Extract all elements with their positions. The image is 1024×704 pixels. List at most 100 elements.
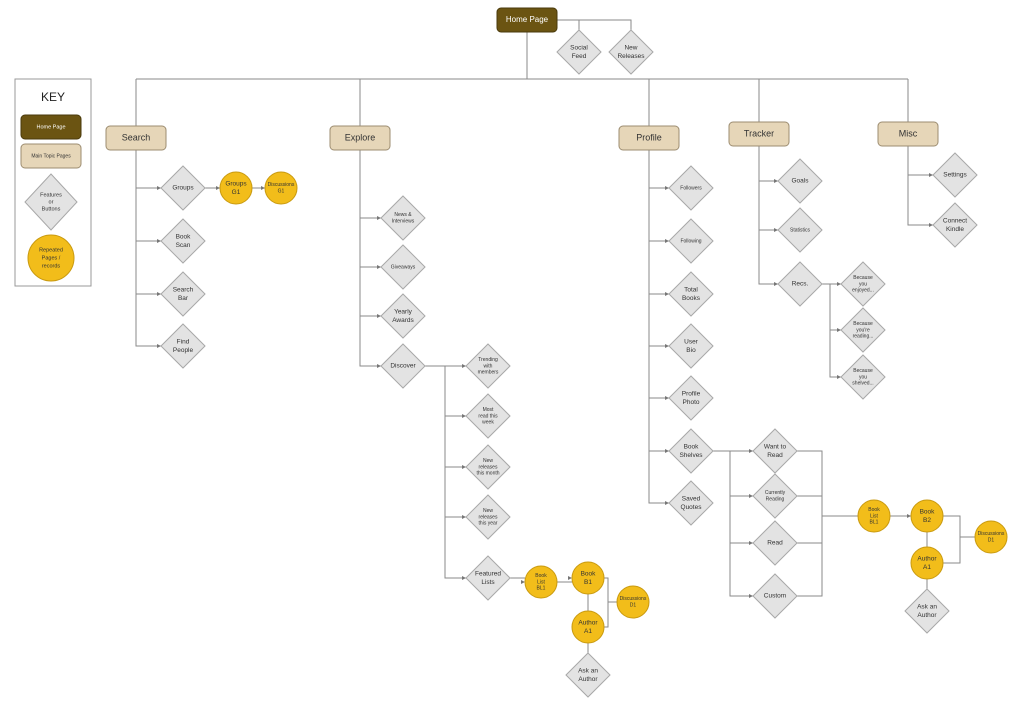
legend-feature-label-3: Buttons — [42, 206, 61, 212]
feature-shape — [904, 588, 950, 634]
node-custom-feature[interactable]: Custom — [752, 573, 798, 619]
node-recs-feature[interactable]: Recs. — [777, 261, 823, 307]
node-label: List — [870, 513, 878, 519]
legend-home-swatch — [20, 114, 82, 140]
arrowhead-icon — [665, 186, 669, 190]
node-label: Awards — [392, 317, 414, 324]
node-label: Explore — [345, 132, 376, 142]
node-label: Book — [176, 234, 192, 241]
feature-shape — [556, 29, 602, 75]
arrowhead-icon — [665, 501, 669, 505]
connector-line — [136, 32, 908, 80]
arrowhead-icon — [774, 228, 778, 232]
node-discover-feature[interactable]: Discover — [380, 343, 426, 389]
node-home-home-page[interactable]: Home Page — [496, 7, 558, 33]
node-label: with — [484, 363, 493, 369]
feature-shape — [465, 393, 511, 439]
node-search-main-page[interactable]: Search — [105, 125, 167, 151]
feature-shape — [668, 428, 714, 474]
node-following-feature[interactable]: Following — [668, 218, 714, 264]
arrowhead-icon — [774, 179, 778, 183]
node-explore-main-page[interactable]: Explore — [329, 125, 391, 151]
node-label: G1 — [278, 188, 285, 194]
arrowhead-icon — [462, 364, 466, 368]
node-label: this month — [476, 471, 499, 477]
node-profile-main-page[interactable]: Profile — [618, 125, 680, 151]
connector-line — [604, 577, 617, 628]
node-tracker-main-page[interactable]: Tracker — [728, 121, 790, 147]
node-label: Book — [920, 509, 936, 516]
connector-line — [758, 146, 778, 285]
arrowhead-icon — [377, 314, 381, 318]
feature-shape — [380, 244, 426, 290]
node-label: this year — [479, 521, 498, 527]
node-label: Groups — [225, 181, 247, 188]
feature-shape — [777, 261, 823, 307]
arrowhead-icon — [462, 515, 466, 519]
node-label: New — [483, 508, 493, 514]
node-giveaways-feature[interactable]: Giveaways — [380, 244, 426, 290]
node-groups-feature[interactable]: Groups — [160, 165, 206, 211]
arrowhead-icon — [157, 344, 161, 348]
node-read-feature[interactable]: Read — [752, 520, 798, 566]
node-stats-feature[interactable]: Statistics — [777, 207, 823, 253]
record-shape — [857, 499, 891, 533]
node-label: Groups — [172, 185, 194, 192]
node-label: Releases — [617, 53, 645, 60]
legend-repeated-label-1: Repeated — [39, 247, 63, 253]
node-news-feature[interactable]: News &Interviews — [380, 195, 426, 241]
node-followers-feature[interactable]: Followers — [668, 165, 714, 211]
node-misc-main-page[interactable]: Misc — [877, 121, 939, 147]
node-label: Book — [868, 507, 880, 513]
record-shape — [524, 565, 558, 599]
node-enjoyed-feature[interactable]: Becauseyouenjoyed... — [840, 261, 886, 307]
connector-line — [907, 146, 933, 226]
connector-line — [797, 515, 858, 544]
legend-home-label: Home Page — [36, 124, 65, 130]
node-label: shelved... — [852, 381, 873, 387]
node-shelved-feature[interactable]: Becauseyoushelved... — [840, 354, 886, 400]
connector-line — [822, 283, 841, 331]
node-label: Author — [578, 676, 598, 683]
node-label: Home Page — [506, 15, 549, 24]
arrowhead-icon — [216, 186, 220, 190]
legend-repeated-label-3: records — [42, 263, 61, 269]
node-label: Recs. — [792, 281, 809, 288]
node-goals-feature[interactable]: Goals — [777, 158, 823, 204]
arrowhead-icon — [749, 449, 753, 453]
node-settings-feature[interactable]: Settings — [932, 152, 978, 198]
node-label: A1 — [923, 564, 931, 571]
node-reading-feature[interactable]: Becauseyou'rereading... — [840, 307, 886, 353]
